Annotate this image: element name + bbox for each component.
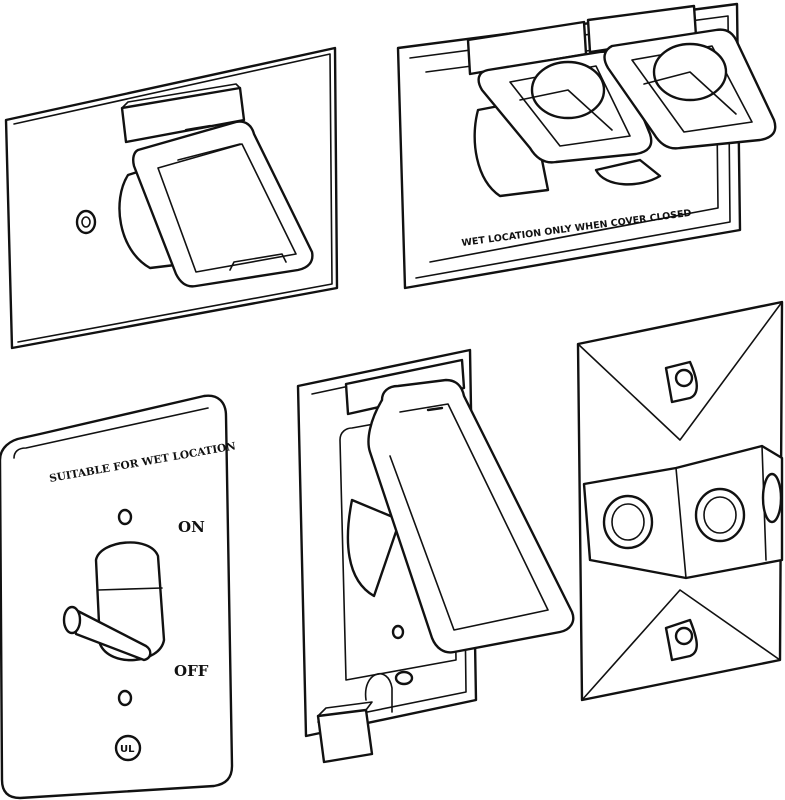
vertical-cover-with-padlock — [296, 348, 575, 764]
bottom-screw-hole — [117, 689, 133, 707]
weatherproof-box-cover — [576, 300, 784, 702]
padlock-shackle — [364, 673, 393, 713]
side-threaded-hole — [761, 472, 783, 524]
single-horizontal-cover — [4, 46, 339, 350]
lever-knob[interactable] — [62, 605, 82, 635]
padlock-body — [316, 708, 374, 764]
switch-cover: SUITABLE FOR WET LOCATION ON OFF UL — [0, 394, 237, 800]
ul-mark-text: UL — [120, 744, 135, 755]
top-screw-hole — [117, 508, 133, 526]
toggle-lever[interactable] — [70, 606, 152, 662]
off-label: OFF — [174, 662, 209, 680]
vertical-lid[interactable] — [367, 378, 575, 654]
double-horizontal-cover: WET LOCATION ONLY WHEN COVER CLOSED — [396, 2, 777, 290]
top-mounting-hole — [674, 368, 694, 388]
hinge-block — [120, 86, 246, 144]
bottom-mounting-hole — [674, 626, 694, 646]
mounting-screw-hole — [75, 209, 97, 235]
on-label: ON — [178, 518, 205, 536]
ul-listing-mark — [114, 734, 142, 762]
